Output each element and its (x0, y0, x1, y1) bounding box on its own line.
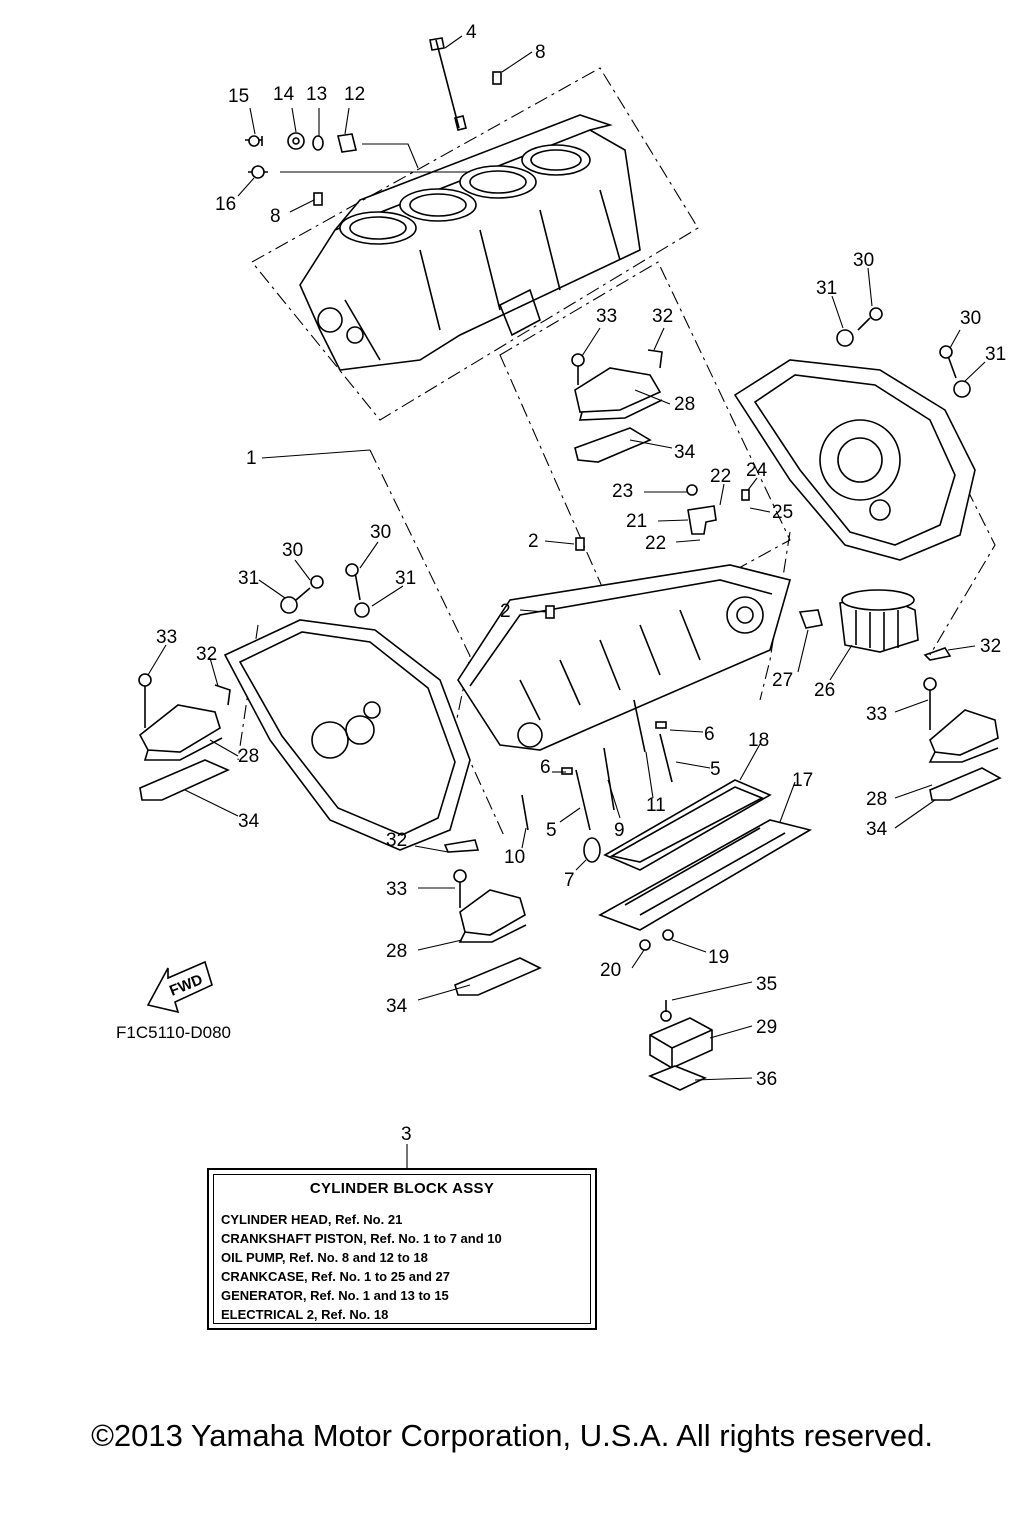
info-line: CRANKSHAFT PISTON, Ref. No. 1 to 7 and 1… (221, 1231, 502, 1246)
copyright-notice: ©2013 Yamaha Motor Corporation, U.S.A. A… (91, 1418, 933, 1453)
callout-label: 16 (215, 194, 236, 215)
callout-label: 24 (746, 460, 768, 481)
callout-label: 1 (246, 448, 257, 469)
callout-label: 36 (756, 1069, 777, 1090)
callout-label: 33 (596, 306, 617, 327)
callout-label: 33 (156, 627, 177, 648)
callout-label: 35 (756, 974, 777, 995)
callout-label: 2 (528, 531, 539, 552)
callout-label: 31 (395, 568, 416, 589)
cylinder-block (299, 114, 641, 371)
engine-mount-upper (571, 349, 663, 463)
callout-label: 8 (270, 206, 281, 227)
fwd-arrow: FWD (146, 960, 213, 1014)
assembly-info-box: CYLINDER BLOCK ASSY CYLINDER HEAD, Ref. … (207, 1168, 597, 1330)
callout-label: 6 (704, 724, 715, 745)
callout-labels: 4 8 15 14 13 12 16 8 30 31 30 31 33 32 2… (156, 22, 1006, 1145)
callout-label: 34 (238, 811, 260, 832)
crankcase-bolts (521, 699, 673, 863)
bracket-29 (647, 1000, 713, 1091)
callout-label: 31 (238, 568, 259, 589)
callout-label: 17 (792, 770, 813, 791)
info-line: CRANKCASE, Ref. No. 1 to 25 and 27 (221, 1269, 450, 1284)
callout-label: 33 (866, 704, 887, 725)
info-line: GENERATOR, Ref. No. 1 and 13 to 15 (221, 1288, 449, 1303)
callout-label: 32 (386, 830, 407, 851)
callout-label: 34 (386, 996, 408, 1017)
callout-label: 28 (866, 789, 887, 810)
callout-label: 20 (600, 960, 621, 981)
callout-label: 3 (401, 1124, 412, 1145)
callout-label: 14 (273, 84, 295, 105)
callout-label: 18 (748, 730, 769, 751)
info-box-lines: CYLINDER HEAD, Ref. No. 21 CRANKSHAFT PI… (221, 1210, 502, 1324)
callout-label: 8 (535, 42, 546, 63)
callout-label: 13 (306, 84, 327, 105)
info-line: ELECTRICAL 2, Ref. No. 18 (221, 1307, 389, 1322)
callout-label: 19 (708, 947, 729, 968)
callout-label: 27 (772, 670, 793, 691)
callout-label: 34 (674, 442, 696, 463)
callout-label: 32 (980, 636, 1001, 657)
callout-label: 31 (985, 344, 1006, 365)
callout-label: 22 (710, 466, 731, 487)
callout-label: 11 (646, 795, 666, 816)
engine-mount-right (923, 647, 1002, 801)
callout-label: 28 (674, 394, 695, 415)
callout-label: 30 (960, 308, 981, 329)
callout-label: 34 (866, 819, 888, 840)
callout-label: 2 (500, 601, 511, 622)
callout-label: 15 (228, 86, 249, 107)
callout-label: 29 (756, 1017, 777, 1038)
leader-lines (147, 35, 986, 1168)
callout-label: 32 (652, 306, 673, 327)
callout-label: 6 (540, 757, 551, 778)
callout-label: 23 (612, 481, 633, 502)
callout-label: 5 (710, 759, 721, 780)
generator-cover (733, 307, 976, 561)
callout-label: 5 (546, 820, 557, 841)
callout-label: 9 (614, 820, 625, 841)
info-box-title: CYLINDER BLOCK ASSY (309, 1180, 495, 1197)
callout-label: 33 (386, 879, 407, 900)
callout-label: 4 (466, 22, 477, 43)
callout-label: 30 (853, 250, 874, 271)
oil-filter (839, 589, 919, 653)
engine-mount-left (138, 673, 231, 801)
callout-label: 21 (626, 511, 647, 532)
callout-label: 31 (816, 278, 837, 299)
callout-label: 10 (504, 847, 525, 868)
callout-label: 7 (564, 870, 575, 891)
oil-pan-parts (598, 779, 813, 951)
left-cover (223, 563, 471, 851)
info-line: OIL PUMP, Ref. No. 8 and 12 to 18 (221, 1250, 428, 1265)
callout-label: 28 (386, 941, 407, 962)
figure-code: F1C5110-D080 (116, 1023, 231, 1042)
top-fasteners (245, 37, 502, 206)
callout-label: 26 (814, 680, 835, 701)
info-box-inner-frame (213, 1174, 591, 1324)
callout-label: 25 (772, 502, 793, 523)
callout-label: 22 (645, 533, 666, 554)
callout-label: 28 (238, 746, 259, 767)
callout-label: 30 (370, 522, 391, 543)
info-line: CYLINDER HEAD, Ref. No. 21 (221, 1212, 403, 1227)
callout-label: 32 (196, 644, 217, 665)
engine-mount-bottom (443, 839, 542, 996)
callout-label: 30 (282, 540, 303, 561)
callout-label: 12 (344, 84, 365, 105)
